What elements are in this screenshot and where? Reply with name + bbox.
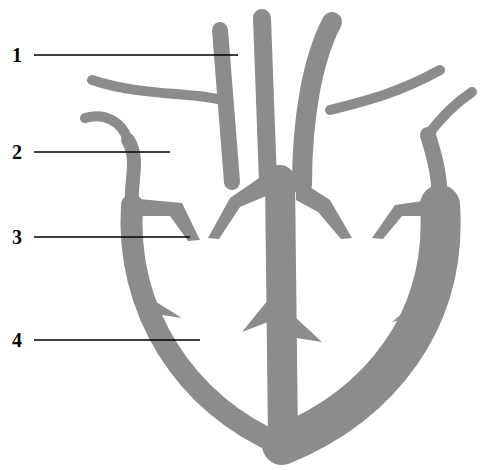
- callout-number: 2: [12, 140, 22, 164]
- callout-number: 1: [12, 43, 22, 67]
- leader-lines: [34, 55, 238, 340]
- callout-number: 3: [12, 225, 22, 249]
- callout-number: 4: [12, 328, 22, 352]
